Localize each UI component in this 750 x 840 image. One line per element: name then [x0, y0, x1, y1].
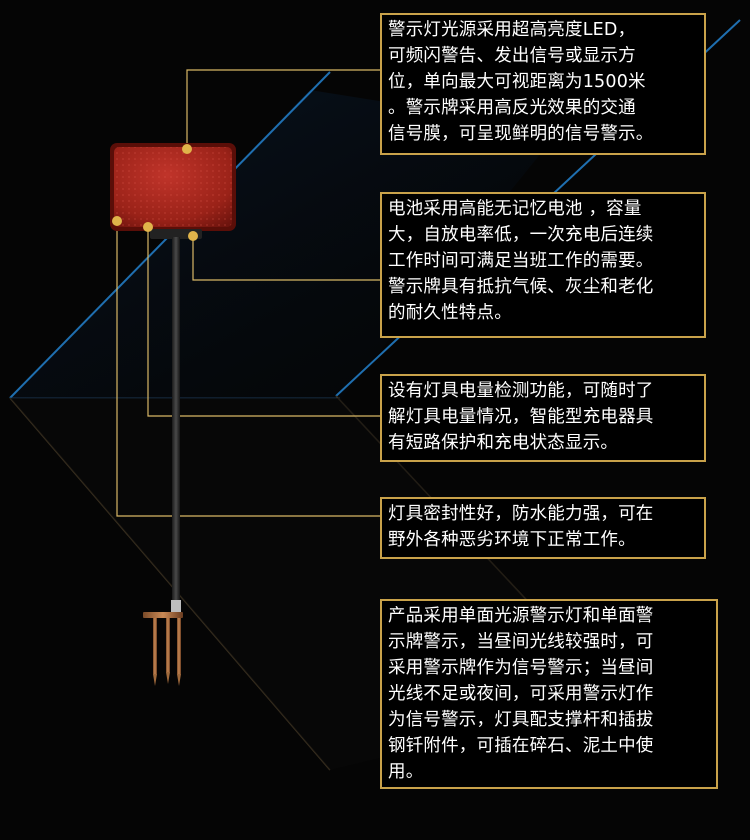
marker-led — [182, 144, 192, 154]
callout-power-detection: 设有灯具电量检测功能，可随时了 解灯具电量情况，智能型充电器具 有短路保护和充电… — [380, 374, 706, 462]
ground-spike-stand — [143, 612, 183, 686]
marker-power-check — [143, 222, 153, 232]
callout-battery: 电池采用高能无记忆电池 ，容量 大，自放电率低，一次充电后连续 工作时间可满足当… — [380, 192, 706, 338]
leader-lines — [116, 69, 380, 517]
feature-markers — [112, 144, 198, 241]
marker-battery — [188, 231, 198, 241]
callout-waterproof: 灯具密封性好，防水能力强，可在 野外各种恶劣环境下正常工作。 — [380, 497, 706, 559]
warning-sign — [110, 143, 236, 239]
callout-led-light-source: 警示灯光源采用超高亮度LED， 可频闪警告、发出信号或显示方 位，单向最大可视距… — [380, 13, 706, 155]
support-pole — [171, 237, 181, 617]
callout-usage-modes: 产品采用单面光源警示灯和单面警 示牌警示，当昼间光线较强时，可 采用警示牌作为信… — [380, 599, 718, 789]
marker-seal — [112, 216, 122, 226]
